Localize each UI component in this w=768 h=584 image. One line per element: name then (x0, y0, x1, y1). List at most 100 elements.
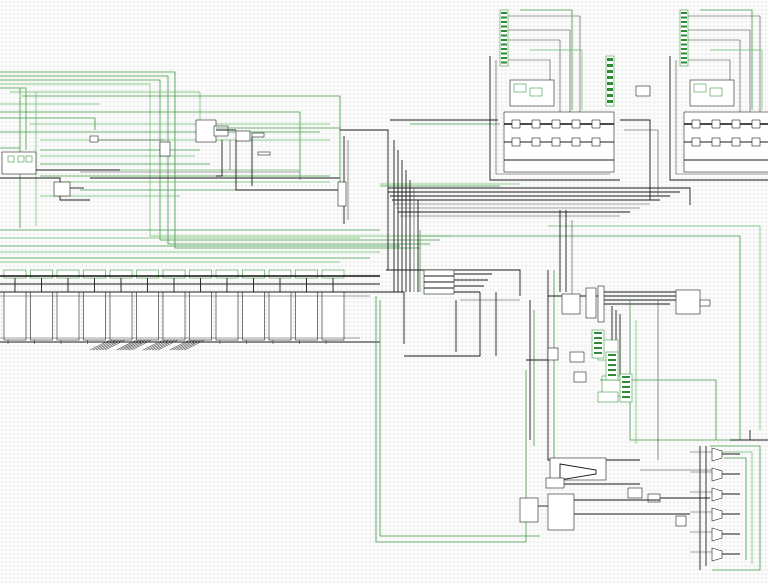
pin-icon (622, 396, 630, 398)
mux-icon (551, 137, 561, 147)
pin-icon (608, 354, 616, 356)
gate-icon (635, 85, 651, 97)
gate-icon (529, 87, 543, 97)
pin-icon (501, 30, 507, 32)
cell-wire (710, 49, 763, 110)
gate-icon (693, 83, 707, 93)
pin-icon (681, 52, 687, 55)
pin-icon (607, 64, 613, 67)
cell-wire (620, 119, 651, 200)
pin-icon (607, 100, 613, 103)
register-wire (98, 339, 120, 351)
pin-icon (607, 76, 613, 79)
pin-icon (622, 376, 630, 378)
register-wire (125, 339, 146, 351)
register-wire (92, 339, 114, 351)
register-wire (151, 339, 173, 351)
mux-icon (711, 527, 723, 542)
pin-icon (681, 61, 687, 64)
register-icon (189, 291, 212, 341)
mux-icon (731, 119, 741, 129)
cell-wire (675, 60, 768, 175)
left-wire-bundle (0, 71, 450, 263)
register-icon (295, 291, 318, 341)
pin-icon (681, 43, 687, 46)
register-wire (181, 339, 202, 351)
mux-icon (711, 487, 723, 502)
pin-icon (622, 386, 630, 388)
mux-icon (691, 119, 701, 129)
mux-icon (711, 137, 721, 147)
mux-icon (571, 137, 581, 147)
mux-icon (571, 119, 581, 129)
left-control-block (0, 135, 340, 201)
cell-wire (508, 59, 551, 80)
pin-icon (501, 34, 507, 37)
pin-icon (594, 332, 602, 334)
register-wire (178, 339, 199, 351)
pin-icon (594, 347, 602, 349)
pin-icon (501, 61, 507, 64)
pin-icon (501, 52, 507, 55)
mux-icon (591, 137, 601, 147)
mux-icon (551, 119, 561, 129)
register-icon (162, 291, 186, 341)
register-icon (321, 291, 345, 341)
register-icon (268, 291, 292, 341)
mux-icon (511, 137, 521, 147)
pin-icon (681, 34, 687, 37)
pin-icon (607, 94, 613, 97)
register-wire (148, 339, 170, 351)
pin-icon (681, 57, 687, 59)
cell-wire (624, 129, 659, 196)
top-right-cells (489, 9, 768, 200)
register-bus (0, 275, 405, 344)
pin-icon (608, 369, 616, 371)
register-wire (89, 339, 111, 351)
pin-icon (594, 342, 602, 344)
pin-icon (594, 352, 602, 354)
pin-icon (681, 48, 687, 50)
mux-icon (751, 137, 761, 147)
mux-icon (531, 119, 541, 129)
pin-icon (679, 9, 689, 67)
pin-icon (607, 82, 613, 85)
mux-icon (511, 119, 521, 129)
pin-icon (681, 30, 687, 32)
gate-icon (709, 87, 723, 97)
pin-icon (608, 364, 616, 366)
pin-icon (594, 337, 602, 339)
alu-block (420, 210, 761, 466)
mux-icon (531, 137, 541, 147)
cell-wire (669, 56, 768, 181)
pin-icon (501, 48, 507, 50)
cell-wire (688, 15, 761, 126)
register-icon (109, 291, 133, 341)
bottom-right-mux-array (519, 430, 768, 571)
register-icon (215, 291, 239, 341)
pin-icon (681, 25, 687, 28)
pin-icon (622, 381, 630, 383)
cell-wire (508, 15, 581, 126)
cell-wire (495, 60, 610, 175)
pin-icon (501, 16, 507, 19)
pin-icon (622, 391, 630, 393)
register-icon (30, 291, 53, 341)
pin-icon (501, 25, 507, 28)
gate-icon (513, 83, 527, 93)
cell-wire (520, 9, 573, 110)
pin-icon (608, 374, 616, 376)
pin-icon (605, 55, 615, 107)
pin-icon (501, 57, 507, 59)
pin-icon (681, 12, 687, 14)
pin-icon (607, 58, 613, 61)
mux-icon (591, 119, 601, 129)
register-wire (95, 339, 117, 351)
pin-icon (608, 359, 616, 361)
pin-icon (501, 12, 507, 14)
cell-wire (530, 49, 583, 110)
register-icon (242, 291, 265, 341)
register-icon (3, 291, 27, 341)
mux-icon (711, 507, 723, 522)
